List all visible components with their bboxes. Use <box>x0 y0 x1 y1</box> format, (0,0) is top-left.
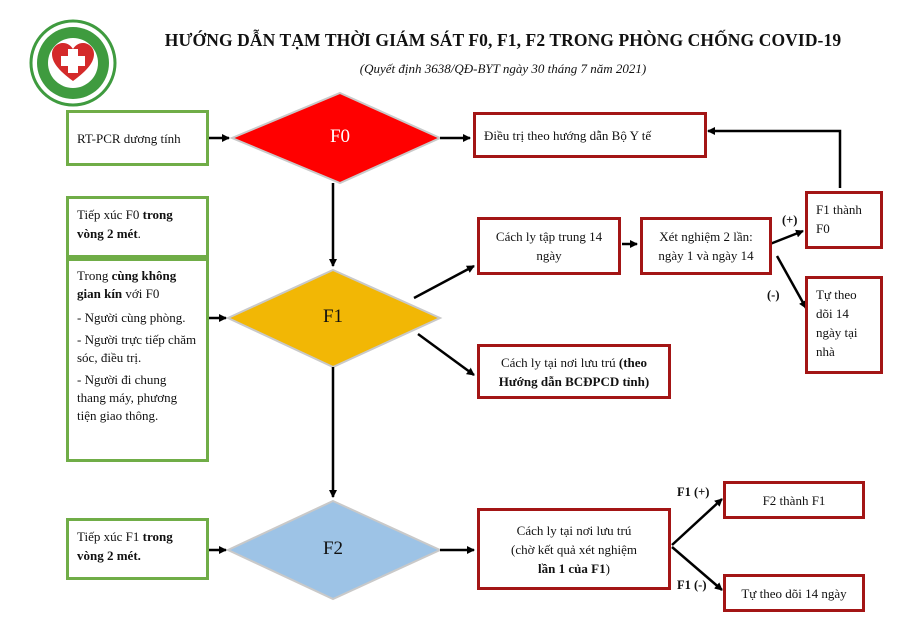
arrow-f1-concentrated <box>413 264 475 300</box>
same-space-item: - Người trực tiếp chăm sóc, điều trị. <box>77 332 197 365</box>
f2-isolation-line3: lần 1 của F1) <box>538 559 610 578</box>
home-isolation-text: Cách ly tại nơi lưu trú (theo Hướng dẫn … <box>488 353 660 391</box>
page-title: HƯỚNG DẪN TẠM THỜI GIÁM SÁT F0, F1, F2 T… <box>164 30 842 50</box>
contact-f0-box: Tiếp xúc F0 trong vòng 2 mét. <box>66 196 209 258</box>
arrow-isolation-negative <box>671 546 723 591</box>
test-twice-box: Xét nghiệm 2 lần: ngày 1 và ngày 14 <box>640 217 772 275</box>
treat-text: Điều trị theo hướng dẫn Bộ Y tế <box>484 127 652 143</box>
same-space-pre: Trong <box>77 268 112 283</box>
f2-isolation-line2: (chờ kết quả xét nghiệm <box>510 541 637 557</box>
same-space-item: - Người đi chung thang máy, phương tiện … <box>77 372 178 423</box>
same-space-box: Trong cùng không gian kín với F0 - Người… <box>66 258 209 462</box>
arrow-f0-back-treat <box>707 127 842 188</box>
home-isolation-pre: Cách ly tại nơi lưu trú <box>500 354 619 370</box>
f0-label: F0 <box>329 126 351 147</box>
same-space-bold: cùng không gian kín <box>77 268 177 301</box>
becomes-f0-text: F1 thành F0 <box>816 202 862 236</box>
test-twice-text: Xét nghiệm 2 lần: ngày 1 và ngày 14 <box>658 229 754 263</box>
arrow-f1-home <box>417 332 475 377</box>
hospital-logo <box>28 18 118 108</box>
contact-f1-text: Tiếp xúc F1 <box>77 529 143 544</box>
self-monitor-home-text: Tự theo dõi 14 ngày tại nhà <box>816 287 858 359</box>
f1-negative-label: F1 (-) <box>677 578 707 592</box>
rt-pcr-positive-box: RT-PCR dương tính <box>66 110 209 166</box>
same-space-heading: Trong cùng không gian kín với F0 <box>77 267 198 303</box>
f2-self-monitor-box: Tự theo dõi 14 ngày <box>723 574 865 612</box>
f2-isolation-line1: Cách ly tại nơi lưu trú <box>516 522 632 538</box>
same-space-item: - Người cùng phòng. <box>77 310 186 325</box>
contact-f1-box: Tiếp xúc F1 trong vòng 2 mét. <box>66 518 209 580</box>
same-space-post: với F0 <box>122 286 160 301</box>
f2-becomes-f1-text: F2 thành F1 <box>762 492 826 508</box>
f0-diamond <box>229 91 443 185</box>
home-isolation-box: Cách ly tại nơi lưu trú (theo Hướng dẫn … <box>477 344 671 399</box>
self-monitor-home-box: Tự theo dõi 14 ngày tại nhà <box>805 276 883 374</box>
f2-isolation-end: ) <box>605 560 610 576</box>
arrow-test-positive <box>769 229 804 246</box>
f2-isolation-box: Cách ly tại nơi lưu trú (chờ kết quả xét… <box>477 508 671 590</box>
f1-positive-label: F1 (+) <box>677 485 710 499</box>
becomes-f0-box: F1 thành F0 <box>805 191 883 249</box>
f2-isolation-bold: lần 1 của F1 <box>538 560 606 576</box>
negative-label: (-) <box>767 288 780 302</box>
arrow-isolation-positive <box>671 498 723 546</box>
positive-label: (+) <box>782 213 798 227</box>
f2-self-monitor-text: Tự theo dõi 14 ngày <box>741 585 847 601</box>
contact-f0-bold: trong vòng 2 mét <box>77 207 173 241</box>
contact-f0-text: Tiếp xúc F0 <box>77 207 143 222</box>
rt-pcr-text: RT-PCR dương tính <box>77 130 181 146</box>
f2-becomes-f1-box: F2 thành F1 <box>723 481 865 519</box>
contact-f1-bold: trong vòng 2 mét. <box>77 529 173 563</box>
page-subtitle: (Quyết định 3638/QĐ-BYT ngày 30 tháng 7 … <box>359 61 647 76</box>
home-isolation-bold: (theo Hướng dẫn BCĐPCD tỉnh) <box>498 354 650 389</box>
f1-label: F1 <box>322 306 344 327</box>
f2-diamond <box>225 499 443 601</box>
concentrated-isolation-box: Cách ly tập trung 14 ngày <box>477 217 621 275</box>
contact-f0-end: . <box>137 226 141 241</box>
arrow-test-negative <box>775 255 808 309</box>
f2-label: F2 <box>322 538 344 559</box>
treat-box: Điều trị theo hướng dẫn Bộ Y tế <box>473 112 707 158</box>
concentrated-text: Cách ly tập trung 14 ngày <box>495 229 603 263</box>
